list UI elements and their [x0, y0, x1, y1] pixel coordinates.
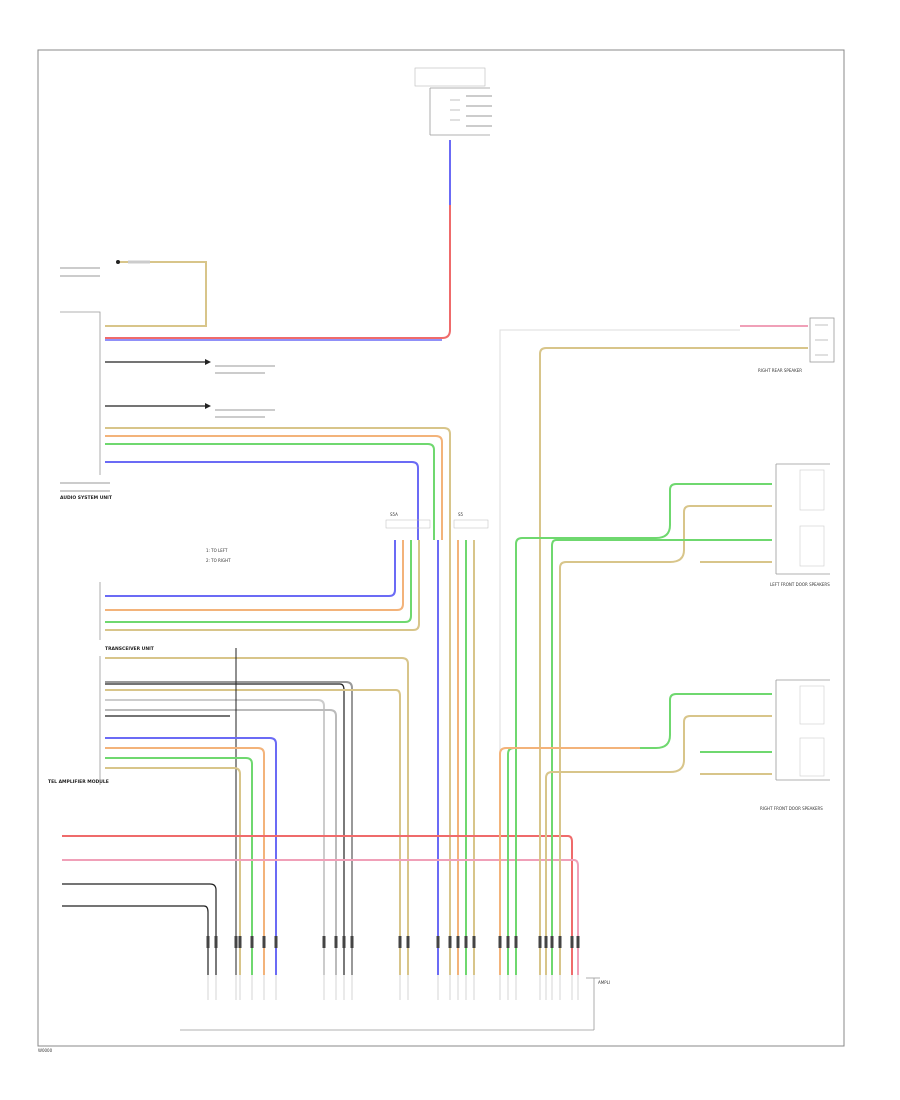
radio-black-leads	[105, 359, 275, 418]
connector-pin	[238, 936, 242, 948]
legend-line-1: 1: TO LEFT	[206, 548, 228, 553]
legend-line-2: 2: TO RIGHT	[206, 558, 231, 563]
connector-pin	[558, 936, 562, 948]
bottom-box-label: AMPLI	[598, 980, 610, 985]
connector-pin	[262, 936, 266, 948]
rear-spk-wire-yellow	[539, 347, 808, 975]
connector-pin	[544, 936, 548, 948]
lf-wire-yellow-1	[559, 505, 772, 975]
connector-pin	[448, 936, 452, 948]
xcvr-wire-blue	[105, 540, 396, 597]
lf-wire-green-1	[515, 483, 772, 975]
rf-wire-orange-v	[499, 747, 507, 975]
footer-code: W0000	[38, 1048, 53, 1053]
connector-pin	[514, 936, 518, 948]
connector-pin	[436, 936, 440, 948]
amp-wire-gray-3	[105, 709, 337, 975]
bus-wire-red	[62, 835, 573, 975]
connector-pin	[456, 936, 460, 948]
connector-pin	[334, 936, 338, 948]
right-front-label: RIGHT FRONT DOOR SPEAKERS	[760, 806, 823, 811]
amp-wire-yellow-2	[105, 689, 401, 975]
amp-wire-black	[105, 683, 345, 975]
radio-unit-label: AUDIO SYSTEM UNIT	[60, 495, 113, 501]
connector-pin	[214, 936, 218, 948]
radio-wire-yellow-loop	[105, 261, 207, 327]
xcvr-wire-yellow	[105, 540, 420, 631]
right-rear-speaker: RIGHT REAR SPEAKER	[758, 317, 835, 373]
connector-pin	[550, 936, 554, 948]
connector-pin	[406, 936, 410, 948]
connector-pin	[506, 936, 510, 948]
connector-pin	[350, 936, 354, 948]
amplifier-module: TEL AMPLIFIER MODULE	[48, 656, 109, 785]
amp-wire-blue	[105, 737, 277, 975]
diagram-frame	[37, 49, 845, 1047]
xcvr-wire-green	[105, 540, 412, 623]
connector-pin	[342, 936, 346, 948]
bus-wire-black-1	[62, 883, 217, 975]
connector-pin	[498, 936, 502, 948]
amplifier-label: TEL AMPLIFIER MODULE	[48, 779, 109, 785]
amp-wire-yellow-3	[105, 767, 241, 975]
bus-wire-black-2	[62, 905, 209, 975]
connector-pin	[250, 936, 254, 948]
rf-wire-green-1	[507, 693, 772, 975]
splice-a-label: S5A	[390, 512, 398, 517]
connector-pin	[274, 936, 278, 948]
splice-b-label: S5	[458, 512, 464, 517]
amp-wire-yellow-1	[105, 657, 409, 975]
radio-wire-yellow	[105, 427, 451, 975]
rf-wire-yellow-1	[545, 715, 772, 975]
connector-pin	[576, 936, 580, 948]
right-front-speakers: RIGHT FRONT DOOR SPEAKERS	[760, 679, 830, 811]
xcvr-wire-orange	[105, 540, 404, 611]
bottom-connector: AMPLI	[180, 977, 610, 1031]
rear-spk-wire-gray	[499, 329, 740, 975]
connector-pins	[206, 936, 580, 1000]
left-front-label: LEFT FRONT DOOR SPEAKERS	[770, 582, 830, 587]
radio-unit: AUDIO SYSTEM UNIT	[60, 311, 113, 501]
rear-speaker-label: RIGHT REAR SPEAKER	[758, 368, 802, 373]
top-module	[414, 67, 492, 136]
radio-wire-orange	[105, 435, 443, 540]
connector-pin	[322, 936, 326, 948]
radio-wire-blue	[105, 461, 419, 540]
connector-pin	[472, 936, 476, 948]
transceiver-label: TRANSCEIVER UNIT	[105, 646, 155, 652]
left-front-speakers: LEFT FRONT DOOR SPEAKERS	[770, 463, 830, 587]
radio-wire-green	[105, 443, 435, 540]
antenna-wire-red	[105, 205, 451, 339]
amp-wire-green	[105, 757, 253, 975]
amp-wire-orange	[105, 747, 265, 975]
connector-pin	[206, 936, 210, 948]
connector-pin	[234, 936, 238, 948]
bus-wire-pink	[62, 859, 579, 975]
connector-pin	[570, 936, 574, 948]
transceiver-unit: TRANSCEIVER UNIT	[99, 582, 155, 652]
connector-pin	[538, 936, 542, 948]
amp-wire-gray	[105, 681, 353, 975]
connector-pin	[464, 936, 468, 948]
amp-wire-gray-2	[105, 699, 325, 975]
lf-wire-green-2	[551, 539, 772, 975]
connector-pin	[398, 936, 402, 948]
